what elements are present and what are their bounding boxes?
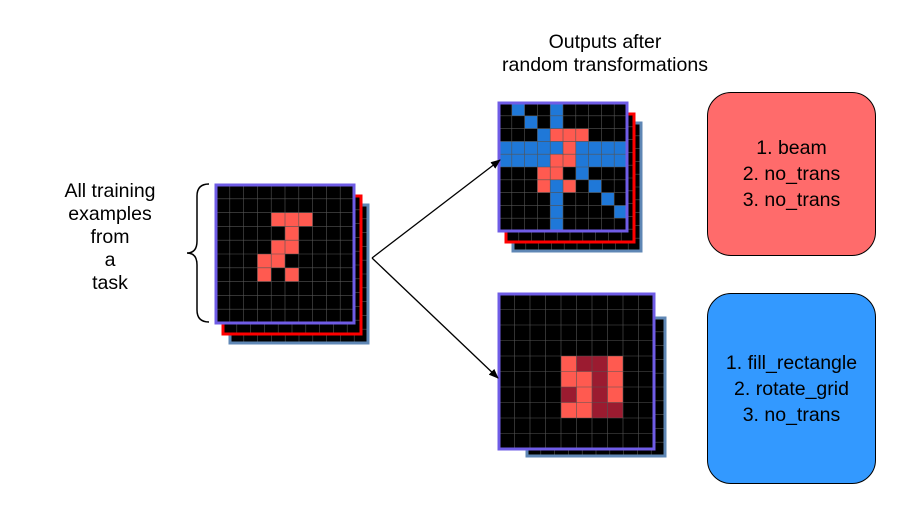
grid-cell bbox=[592, 402, 608, 418]
grid-cell bbox=[588, 154, 602, 167]
grid-cell bbox=[561, 356, 577, 372]
outputs-title-line-1: Outputs after bbox=[548, 31, 662, 53]
grid-cell bbox=[563, 141, 576, 155]
grid-cell bbox=[601, 192, 615, 206]
grid-cell bbox=[561, 371, 577, 387]
grid-cell bbox=[524, 141, 538, 155]
grid-cell bbox=[563, 128, 576, 142]
grid-cell bbox=[524, 115, 538, 129]
grid-cell bbox=[285, 212, 299, 227]
grid-cell bbox=[511, 141, 525, 155]
grid-cell bbox=[271, 240, 285, 254]
transform-step: 1. beam bbox=[756, 137, 827, 159]
grid-cell bbox=[607, 402, 623, 418]
grid-cell bbox=[550, 179, 563, 193]
grid-cell bbox=[576, 402, 592, 418]
grid-cell bbox=[550, 192, 563, 206]
transform-step: 1. fill_rectangle bbox=[725, 351, 858, 374]
training-examples-label: All training examples from a task bbox=[40, 180, 180, 295]
grid-cell bbox=[592, 356, 608, 372]
grid-cell bbox=[576, 387, 592, 403]
grid-cell bbox=[511, 103, 525, 116]
grid-cell bbox=[550, 103, 563, 116]
grid-cell bbox=[614, 141, 627, 155]
grid-cell bbox=[588, 179, 602, 193]
bracket-brace bbox=[186, 183, 210, 323]
grid-cell bbox=[588, 141, 602, 155]
training-label-line: from bbox=[90, 226, 130, 248]
grid-cell bbox=[601, 141, 615, 155]
grid-cell bbox=[614, 154, 627, 167]
grid-cell bbox=[563, 179, 576, 193]
grid-cell bbox=[592, 371, 608, 387]
grid-cell bbox=[257, 267, 272, 282]
grid-cell bbox=[537, 141, 551, 155]
grid-cell bbox=[550, 115, 563, 129]
grid-cell bbox=[285, 267, 299, 282]
transform-step: 3. no_trans bbox=[742, 403, 841, 426]
grid-cell bbox=[607, 356, 623, 372]
grid-cell bbox=[607, 371, 623, 387]
training-label-line: task bbox=[92, 272, 128, 294]
beam-output-grid-front bbox=[497, 101, 629, 233]
grid-cell bbox=[592, 387, 608, 403]
grid-cell bbox=[537, 179, 551, 193]
transform-step: 2. no_trans bbox=[742, 163, 841, 185]
grid-cell bbox=[575, 128, 589, 142]
grid-cell bbox=[576, 371, 592, 387]
grid-cell bbox=[601, 154, 615, 167]
grid-cell bbox=[576, 356, 592, 372]
outputs-title-line-2: random transformations bbox=[502, 54, 708, 76]
grid-cell bbox=[550, 167, 563, 180]
grid-cell bbox=[550, 218, 563, 231]
grid-cell bbox=[537, 167, 551, 180]
fill-output-grid-front bbox=[497, 292, 656, 451]
training-label-line: examples bbox=[68, 203, 152, 225]
transform-result-box-fill-rectangle: 1. fill_rectangle 2. rotate_grid 3. no_t… bbox=[707, 293, 876, 484]
training-label-line: a bbox=[104, 249, 116, 271]
transform-step: 3. no_trans bbox=[742, 189, 841, 211]
grid-cell bbox=[511, 154, 525, 167]
grid-cell bbox=[614, 205, 627, 219]
grid-cell bbox=[561, 387, 577, 403]
transform-result-box-beam: 1. beam 2. no_trans 3. no_trans bbox=[707, 92, 876, 256]
grid-cell bbox=[285, 226, 299, 241]
grid-cell bbox=[499, 141, 512, 155]
training-label-line: All training bbox=[64, 180, 156, 202]
outputs-title: Outputs after random transformations bbox=[455, 31, 755, 77]
grid-cell bbox=[575, 167, 589, 180]
grid-cell bbox=[499, 154, 512, 167]
grid-cell bbox=[550, 128, 563, 142]
grid-cell bbox=[575, 154, 589, 167]
arrow-to-bottom-output bbox=[371, 257, 499, 379]
grid-cell bbox=[575, 141, 589, 155]
grid-cell bbox=[257, 254, 272, 268]
grid-cell bbox=[537, 128, 551, 142]
grid-cell bbox=[298, 212, 313, 227]
grid-cell bbox=[537, 154, 551, 167]
grid-cell bbox=[550, 141, 563, 155]
grid-cell bbox=[550, 205, 563, 219]
grid-cell bbox=[563, 154, 576, 167]
grid-cell bbox=[524, 154, 538, 167]
grid-cell bbox=[607, 387, 623, 403]
grid-cell bbox=[285, 240, 299, 254]
grid-cell bbox=[271, 212, 285, 227]
transform-step: 2. rotate_grid bbox=[734, 377, 849, 400]
grid-cell bbox=[271, 254, 285, 268]
grid-cell bbox=[550, 154, 563, 167]
grid-cell bbox=[561, 402, 577, 418]
arrow-to-top-output bbox=[371, 159, 501, 259]
input-grid-front bbox=[214, 183, 356, 325]
